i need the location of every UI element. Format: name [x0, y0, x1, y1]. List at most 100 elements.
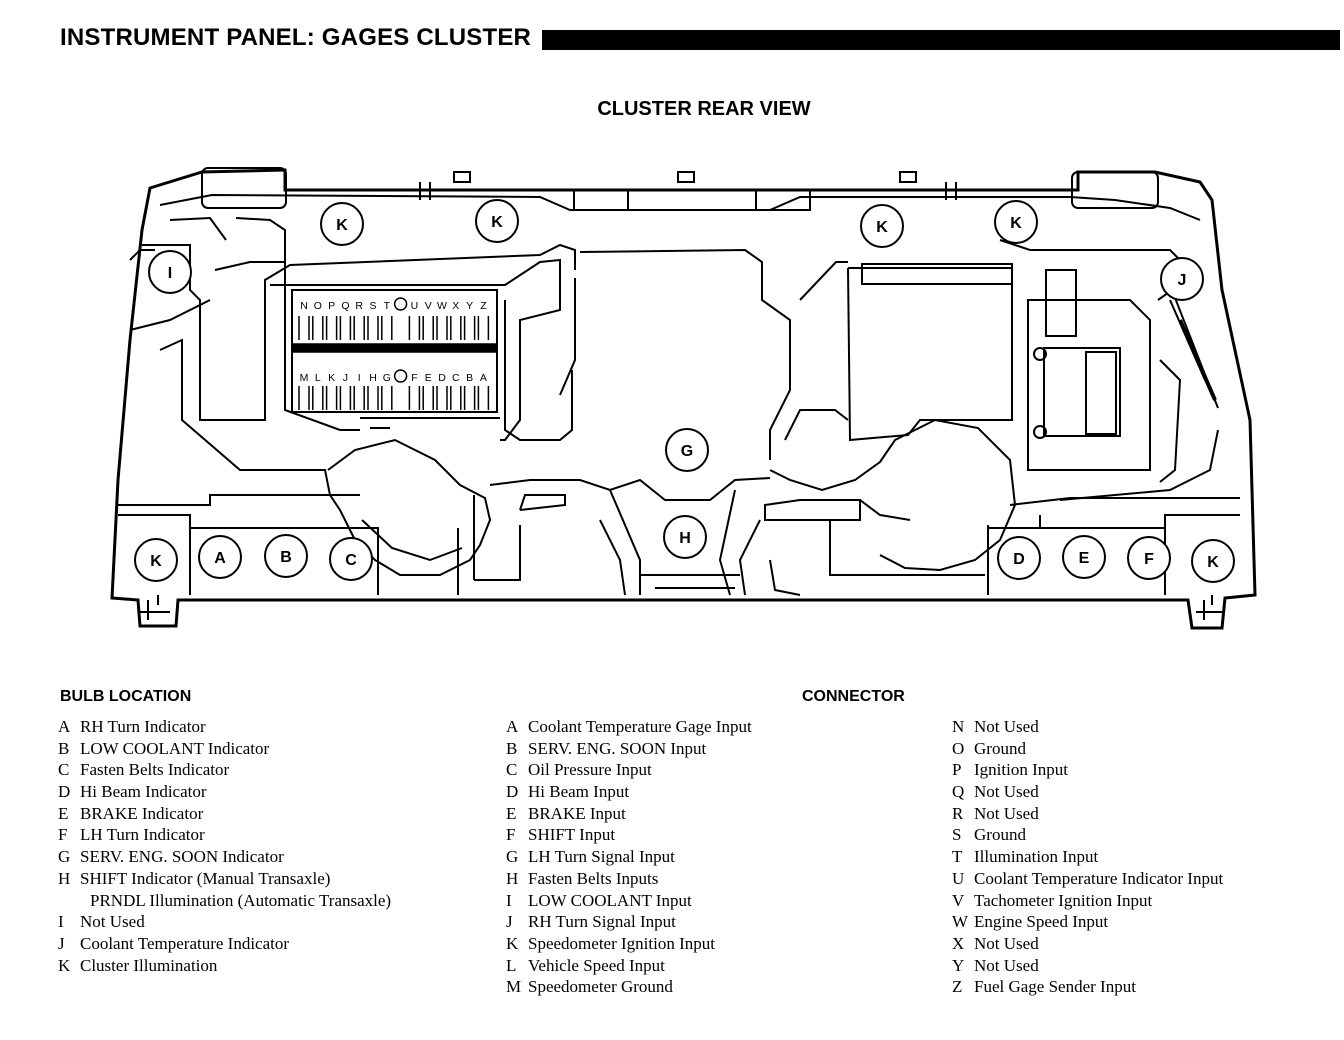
socket-circle	[148, 250, 192, 294]
page-title: INSTRUMENT PANEL: GAGES CLUSTER	[60, 24, 532, 51]
bulb-socket-k: K	[1191, 539, 1235, 583]
pin-label-m: M	[300, 372, 309, 384]
socket-label: D	[1013, 551, 1025, 568]
pin-label-s: S	[369, 300, 376, 312]
bulb-socket-h: H	[663, 515, 707, 559]
bulb-socket-k: K	[994, 200, 1038, 244]
socket-circle	[320, 202, 364, 246]
socket-label: C	[345, 552, 357, 569]
pin-label-v: V	[425, 300, 432, 312]
socket-label: G	[681, 443, 693, 460]
socket-label: K	[876, 219, 888, 236]
pin-label-w: W	[437, 300, 447, 312]
pin-label-a: A	[480, 372, 487, 384]
pin-label-c: C	[452, 372, 460, 384]
socket-circle	[1191, 539, 1235, 583]
connector-heading: CONNECTOR	[802, 688, 905, 705]
bulb-socket-k: K	[860, 204, 904, 248]
pin-label-f: F	[411, 372, 417, 384]
pin-label-n: N	[300, 300, 308, 312]
socket-circle	[1160, 257, 1204, 301]
pin-label-j: J	[343, 372, 348, 384]
socket-circle	[665, 428, 709, 472]
bulb-socket-i: I	[148, 250, 192, 294]
pin-label-d: D	[438, 372, 446, 384]
socket-circle	[1062, 535, 1106, 579]
bulb-socket-e: E	[1062, 535, 1106, 579]
socket-label: B	[280, 549, 292, 566]
bulb-socket-a: A	[198, 535, 242, 579]
pin-label-i: I	[358, 372, 361, 384]
connector-band	[292, 343, 497, 353]
bulb-location-heading: BULB LOCATION	[60, 688, 192, 705]
pin-label-q: Q	[341, 300, 349, 312]
socket-label: I	[168, 265, 172, 282]
socket-circle	[1127, 536, 1171, 580]
socket-label: A	[214, 550, 226, 567]
bulb-socket-f: F	[1127, 536, 1171, 580]
pin-label-p: P	[328, 300, 335, 312]
socket-circle	[475, 199, 519, 243]
socket-label: K	[491, 214, 503, 231]
bulb-socket-k: K	[475, 199, 519, 243]
connector-pin-grid	[292, 316, 497, 410]
socket-label: K	[1010, 215, 1022, 232]
bulb-item-h-continued: PRNDL Illumination (Automatic Transaxle)	[90, 890, 392, 910]
socket-label: K	[336, 217, 348, 234]
socket-circle	[329, 537, 373, 581]
socket-label: E	[1079, 550, 1090, 567]
bulb-socket-b: B	[264, 534, 308, 578]
pin-label-u: U	[411, 300, 419, 312]
cluster-housing-outline	[110, 167, 1257, 630]
pin-label-t: T	[384, 300, 391, 312]
diagram-title: CLUSTER REAR VIEW	[597, 98, 811, 120]
pin-label-h: H	[369, 372, 377, 384]
bulb-socket-k: K	[320, 202, 364, 246]
socket-circle	[198, 535, 242, 579]
bulb-socket-j: J	[1160, 257, 1204, 301]
bulb-socket-d: D	[997, 536, 1041, 580]
pin-label-x: X	[452, 300, 459, 312]
socket-circle	[663, 515, 707, 559]
pin-label-l: L	[315, 372, 321, 384]
socket-circle	[860, 204, 904, 248]
socket-circle	[994, 200, 1038, 244]
socket-label: F	[1144, 551, 1154, 568]
